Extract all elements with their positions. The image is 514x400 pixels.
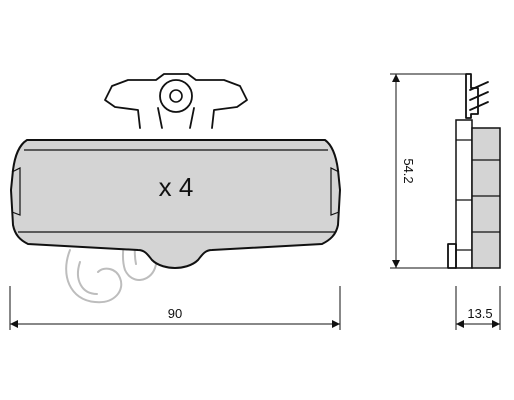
height-dimension: 54.2 [390,73,466,269]
spring-clip [104,73,248,129]
quantity-label: x 4 [159,172,194,202]
brake-pad-side-view [447,73,501,269]
thickness-label: 13.5 [467,306,492,321]
height-label: 54.2 [401,158,416,183]
friction-lining [471,127,501,269]
brake-pad-front-view: x 4 [10,139,341,269]
backing-plate [455,119,473,269]
clip-mount-hole [169,89,183,103]
thickness-dimension: 13.5 [455,286,501,330]
width-dimension: 90 [9,286,341,330]
width-label: 90 [168,306,182,321]
